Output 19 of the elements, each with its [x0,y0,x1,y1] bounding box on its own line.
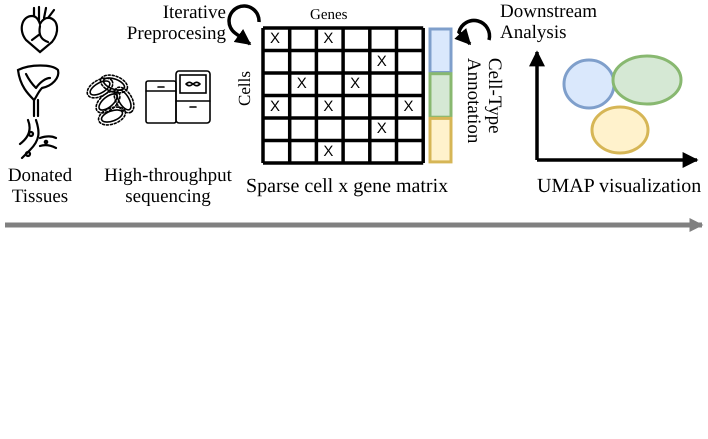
matrix-entry-mark: X [323,144,334,160]
axis-title: Genes [310,7,348,24]
step-label: Cell-Type Annotation [462,58,504,146]
axis-title: Cells [236,71,255,106]
step-label: UMAP visualization [537,175,702,197]
matrix-entry-mark: X [323,98,334,115]
step-label: Downstream Analysis [500,2,598,44]
matrix-entry-mark: X [376,121,387,138]
matrix-entry-mark: X [404,98,414,115]
step-label: High-throughput sequencing [103,166,233,208]
matrix-entry-mark: X [376,54,387,70]
matrix-entry-mark: X [323,31,334,48]
step-label: Iterative Preprocesing [126,3,226,45]
matrix-entry-mark: X [350,76,360,92]
step-label: Donated Tissues [6,166,74,208]
matrix-entry-mark: X [270,98,280,115]
matrix-entry-mark: X [270,31,280,48]
step-label: Sparse cell x gene matrix [246,175,448,197]
matrix-entry-mark: X [296,76,307,92]
